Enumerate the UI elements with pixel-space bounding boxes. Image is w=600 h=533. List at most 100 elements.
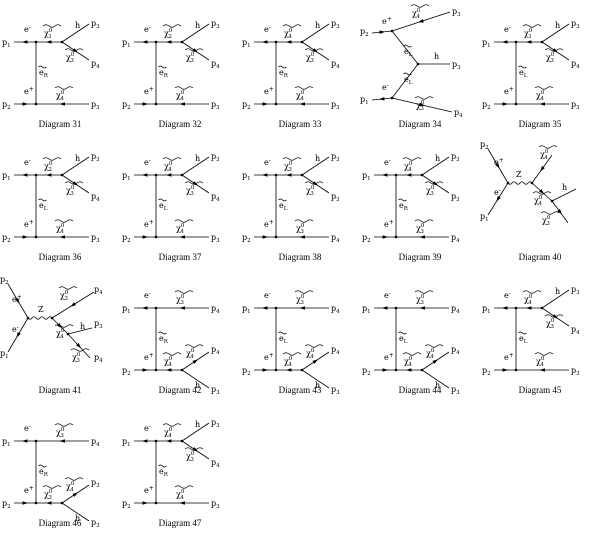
label-incoming-top: p1 — [362, 171, 371, 182]
svg-text:χ04: χ04 — [284, 356, 293, 368]
diagram-caption: Diagram 47 — [159, 518, 202, 528]
line-higgs — [181, 156, 210, 176]
label-out-daughter: p4 — [571, 325, 580, 336]
label-out-bottom: p4 — [454, 108, 463, 119]
svg-text:eR: eR — [279, 68, 289, 79]
label-out-higgs: p3 — [211, 385, 220, 396]
label-incoming-top: p2 — [480, 140, 489, 151]
label-incoming-top: p1 — [242, 304, 251, 315]
arrow-head — [299, 306, 305, 310]
line-neutralino-top — [51, 291, 95, 319]
diagram-caption: Diagram 44 — [399, 385, 442, 395]
label-higgs: h — [555, 287, 560, 296]
tilde-mark — [294, 86, 314, 90]
label-incoming-top: p1 — [362, 304, 371, 315]
arrow-head — [262, 235, 268, 239]
tilde-mark — [38, 464, 47, 468]
label-out-higgs: p3 — [331, 19, 340, 30]
line-higgs — [551, 188, 577, 202]
arrow-head — [299, 102, 305, 106]
line-higgs — [421, 156, 450, 176]
label-out-daughter: p4 — [331, 59, 340, 70]
svg-text:χ04: χ04 — [524, 294, 533, 306]
svg-text:χ04: χ04 — [56, 90, 65, 102]
arrow-head — [286, 173, 292, 177]
line-incoming-bottom — [254, 102, 276, 106]
tilde-mark — [174, 219, 194, 223]
label-out-higgs: p3 — [451, 152, 460, 163]
label-lepton-bottom: e- — [12, 324, 19, 334]
svg-text:eL: eL — [279, 201, 288, 212]
tilde-mark — [54, 423, 74, 427]
label-selectron-b: eL — [403, 72, 413, 86]
arrow-head — [192, 181, 198, 186]
svg-text:χ03: χ03 — [284, 161, 293, 173]
label-out-higgs: p3 — [451, 385, 460, 396]
label-lepton-top: e- — [264, 157, 271, 167]
line-branching-neutralino — [36, 40, 62, 44]
line-straight-neutralino — [36, 439, 89, 443]
tilde-mark — [184, 447, 204, 451]
label-lepton-bottom: e+ — [144, 86, 154, 96]
arrow-head — [76, 343, 82, 349]
svg-text:χ03: χ03 — [186, 185, 195, 197]
label-higgs: h — [315, 381, 320, 390]
label-lepton-bottom: e+ — [264, 219, 274, 229]
line-branching-neutralino — [36, 501, 62, 505]
svg-text:χ03: χ03 — [296, 223, 305, 235]
svg-text:χ02: χ02 — [164, 28, 173, 40]
tilde-mark — [398, 198, 407, 202]
arrow-head — [72, 181, 78, 186]
label-lepton-bottom: e+ — [144, 352, 154, 362]
tilde-mark — [58, 286, 78, 290]
svg-text:χ02: χ02 — [44, 161, 53, 173]
line-higgs — [61, 156, 90, 176]
label-incoming-bottom: p2 — [482, 366, 491, 377]
svg-text:χ03: χ03 — [72, 352, 81, 364]
label-out-straight: p3 — [571, 100, 580, 111]
tilde-mark — [304, 181, 324, 185]
label-incoming-top: p1 — [2, 437, 11, 448]
tilde-mark — [403, 72, 412, 76]
svg-text:χ04: χ04 — [534, 195, 543, 207]
line-straight-neutralino — [36, 235, 89, 239]
tilde-mark — [518, 331, 527, 335]
arrow-head — [142, 102, 148, 106]
tilde-mark — [403, 44, 412, 48]
arrow-head — [419, 235, 425, 239]
label-incoming-top: p1 — [482, 304, 491, 315]
svg-text:eL: eL — [39, 201, 48, 212]
label-out-straight: p3 — [211, 499, 220, 510]
label-higgs: h — [195, 154, 200, 163]
arrow-head — [312, 48, 318, 53]
line-neutralino-top — [391, 11, 451, 32]
arrow-head — [262, 368, 268, 372]
line-incoming-top — [371, 30, 393, 35]
line-straight-neutralino — [156, 102, 209, 106]
line-higgs — [181, 23, 210, 43]
arrow-head — [262, 40, 268, 44]
svg-text:χ04: χ04 — [404, 161, 413, 173]
tilde-mark — [184, 48, 204, 52]
arrow-head — [539, 368, 545, 372]
line-straight-neutralino — [396, 235, 449, 239]
vertex — [506, 181, 510, 185]
label-incoming-bottom: p2 — [122, 499, 131, 510]
line-branching-neutralino — [516, 306, 542, 310]
